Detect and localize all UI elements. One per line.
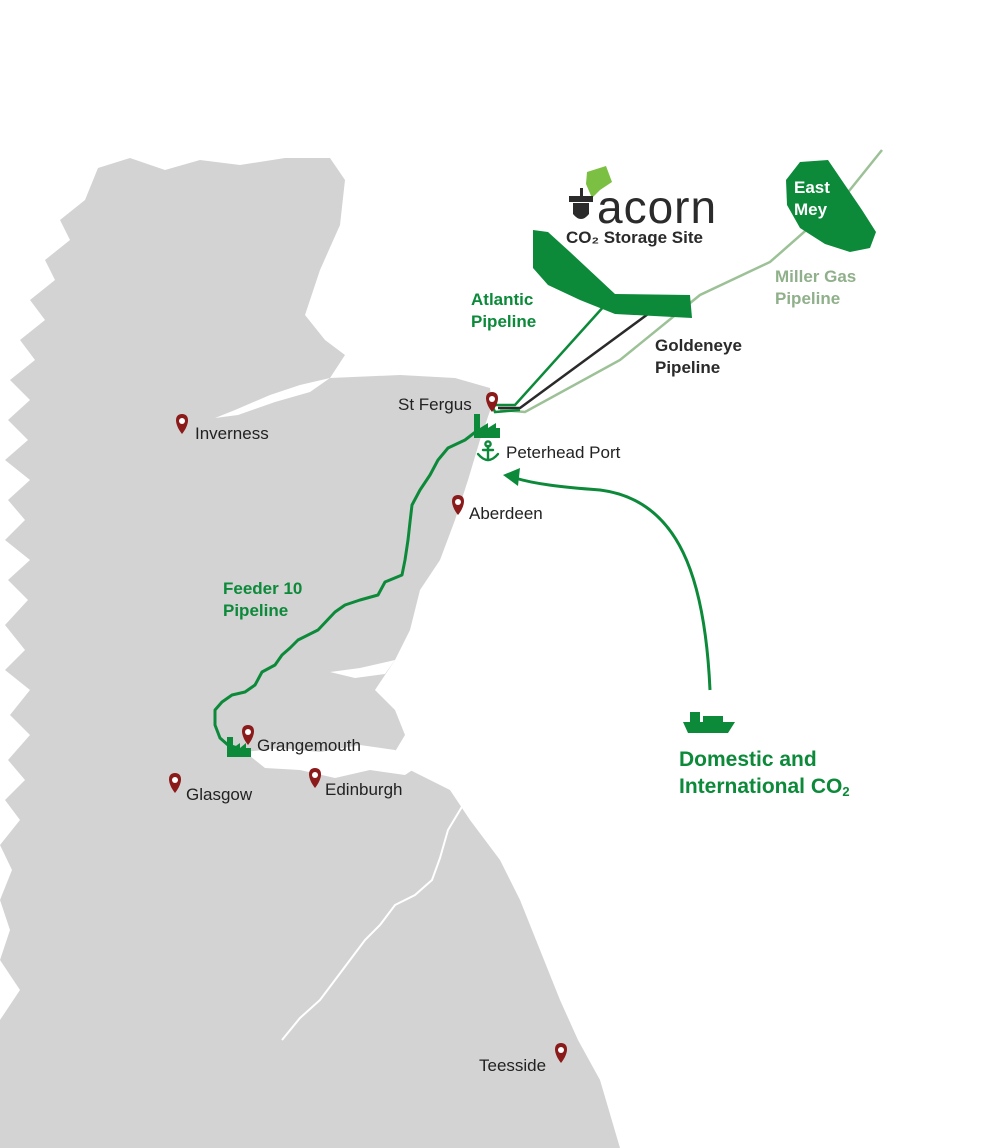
goldeneye-pipeline-label-line2: Pipeline (655, 358, 721, 377)
atlantic-pipeline-label-line2: Pipeline (471, 312, 537, 331)
east-mey-field (786, 160, 876, 252)
goldeneye-pipeline-label: Goldeneye Pipeline (655, 335, 742, 379)
firth-of-forth (245, 745, 420, 778)
atlantic-pipeline-label-line1: Atlantic (471, 290, 534, 309)
feeder-10-pipeline-line (213, 428, 479, 750)
shipping-label-line2-main: International CO (679, 775, 843, 798)
border-line (281, 804, 464, 1041)
shipping-label-line2: International CO2 (679, 773, 850, 805)
moray-firth (215, 378, 330, 418)
pin-icon-aberdeen (452, 495, 464, 515)
acorn-logo-subtitle: CO₂ Storage Site (566, 228, 703, 247)
acorn-storage-field (533, 230, 692, 318)
pin-icon-grangemouth (242, 725, 254, 745)
feeder-10-pipeline-label-line1: Feeder 10 (223, 579, 303, 598)
factory-icon-st-fergus (474, 414, 500, 438)
goldeneye-pipeline-label-line1: Goldeneye (655, 336, 742, 355)
place-label-edinburgh: Edinburgh (325, 780, 403, 799)
place-label-inverness: Inverness (195, 424, 269, 443)
east-mey-label: East Mey (794, 177, 830, 221)
place-label-grangemouth: Grangemouth (257, 736, 361, 755)
shipping-label: Domestic and International CO2 (679, 746, 850, 805)
acorn-logo-word: acorn (597, 181, 718, 233)
atlantic-pipeline-label: Atlantic Pipeline (471, 289, 536, 333)
miller-pipeline-label-line1: Miller Gas (775, 267, 857, 286)
pin-icon-edinburgh (309, 768, 321, 788)
shipping-route-arrowhead (503, 468, 520, 486)
shipping-label-line1: Domestic and (679, 748, 817, 771)
place-label-glasgow: Glasgow (186, 785, 253, 804)
miller-pipeline-label: Miller Gas Pipeline (775, 266, 856, 310)
acorn-logo-icon (569, 166, 612, 219)
landmass-scotland (0, 158, 620, 1148)
feeder-10-pipeline-label: Feeder 10 Pipeline (223, 578, 302, 622)
pin-icon-teesside (555, 1043, 567, 1063)
shipping-label-line2-sub: 2 (842, 784, 850, 799)
ship-icon (683, 712, 735, 733)
atlantic-pipeline-line (492, 304, 606, 407)
feeder-10-pipeline-label-line2: Pipeline (223, 601, 289, 620)
place-label-peterhead-port: Peterhead Port (506, 443, 621, 462)
anchor-icon (476, 440, 500, 462)
east-mey-label-line2: Mey (794, 200, 828, 219)
miller-pipeline-label-line2: Pipeline (775, 289, 841, 308)
place-label-aberdeen: Aberdeen (469, 504, 543, 523)
place-label-teesside: Teesside (479, 1056, 547, 1075)
pin-icon-glasgow (169, 773, 181, 793)
pin-icon-inverness (176, 414, 188, 434)
east-mey-label-line1: East (794, 178, 830, 197)
goldeneye-pipeline-line (498, 312, 649, 410)
shipping-route-line (514, 476, 712, 691)
firth-of-tay (330, 660, 395, 678)
pin-icon-st-fergus (486, 392, 498, 412)
place-label-st-fergus: St Fergus (398, 395, 472, 414)
factory-icon-grangemouth (227, 737, 251, 757)
